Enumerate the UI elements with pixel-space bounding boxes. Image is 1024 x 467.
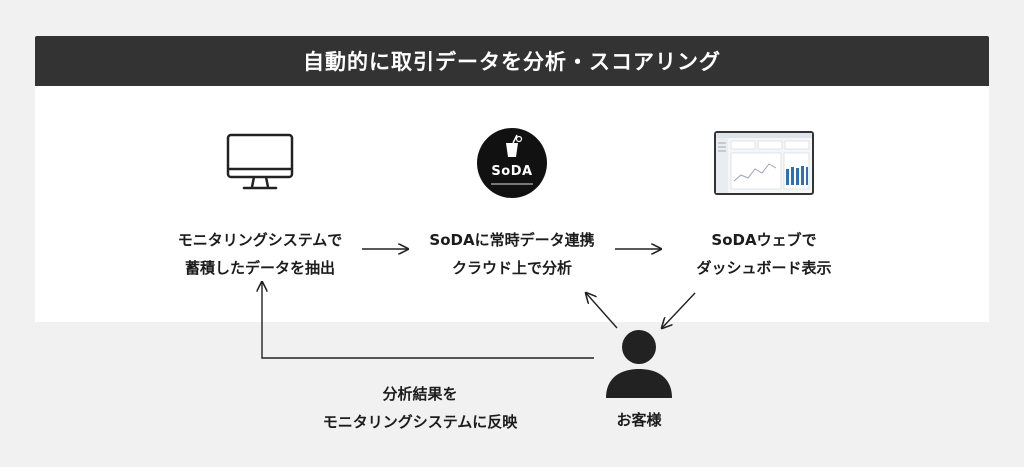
logo-underline bbox=[491, 183, 533, 185]
feedback-label: 分析結果を モニタリングシステムに反映 bbox=[290, 380, 550, 436]
flow-panel bbox=[35, 86, 989, 322]
header-title: 自動的に取引データを分析・スコアリング bbox=[303, 50, 721, 74]
soda-logo: SoDA bbox=[477, 128, 547, 198]
step-2-line-2: クラウド上で分析 bbox=[451, 259, 572, 277]
feedback-line-1: 分析結果を bbox=[382, 385, 458, 403]
step-3-line-2: ダッシュボード表示 bbox=[696, 259, 832, 277]
step-3-label: SoDAウェブで ダッシュボード表示 bbox=[644, 226, 884, 282]
dashboard-screenshot bbox=[714, 131, 814, 195]
step-1-line-1: モニタリングシステムで bbox=[177, 231, 343, 249]
person-icon bbox=[606, 330, 672, 398]
step-2-line-1: SoDAに常時データ連携 bbox=[429, 231, 595, 249]
header-bar: 自動的に取引データを分析・スコアリング bbox=[35, 36, 989, 86]
feedback-line-2: モニタリングシステムに反映 bbox=[322, 413, 518, 431]
step-1-line-2: 蓄積したデータを抽出 bbox=[184, 259, 335, 277]
step-3-line-1: SoDAウェブで bbox=[711, 231, 817, 249]
customer-label: お客様 bbox=[616, 411, 662, 429]
cup-icon bbox=[506, 134, 523, 157]
logo-text: SoDA bbox=[491, 164, 533, 179]
step-1-label: モニタリングシステムで 蓄積したデータを抽出 bbox=[140, 226, 380, 282]
monitor-icon bbox=[226, 133, 294, 190]
step-2-label: SoDAに常時データ連携 クラウド上で分析 bbox=[392, 226, 632, 282]
